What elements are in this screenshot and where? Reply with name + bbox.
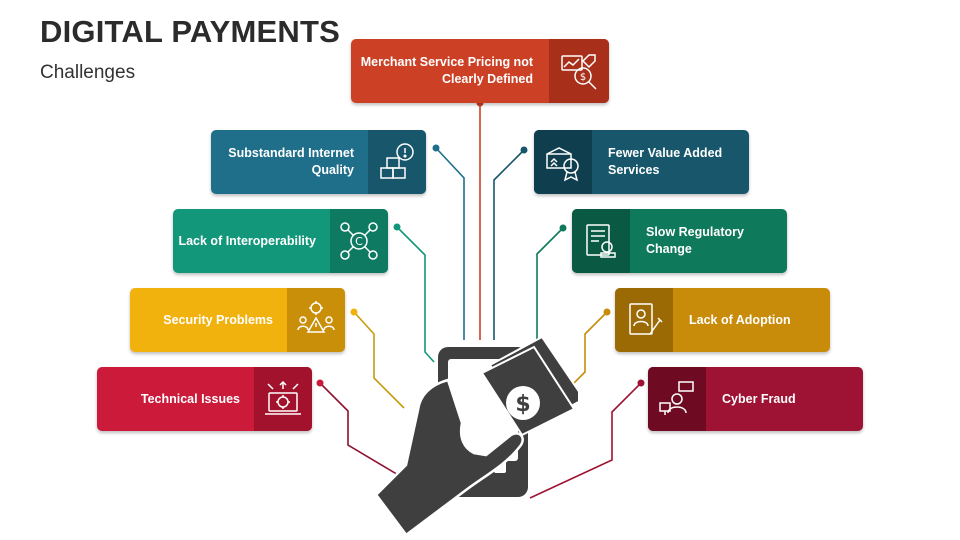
challenge-label: Lack of Adoption xyxy=(689,312,791,327)
challenge-cyber-fraud: Cyber Fraud xyxy=(648,367,863,431)
connector-fraud xyxy=(529,382,642,499)
challenge-label: Technical Issues xyxy=(140,391,240,406)
team-warning-icon xyxy=(287,288,345,352)
challenge-adoption: Lack of Adoption xyxy=(615,288,830,352)
gears-coin-icon: C xyxy=(330,209,388,273)
svg-text:$: $ xyxy=(580,72,586,83)
pricing-search-icon: $ xyxy=(549,39,609,103)
connector-regulatory xyxy=(536,227,564,345)
connector-internet xyxy=(435,147,465,340)
challenge-label: Merchant Service Pricing not Clearly Def… xyxy=(360,55,533,86)
connector-adoption xyxy=(564,311,608,393)
challenge-technical: Technical Issues xyxy=(97,367,312,431)
svg-text:C: C xyxy=(355,235,363,248)
connector-interop xyxy=(396,226,435,363)
svg-text:$: $ xyxy=(515,392,530,417)
page-title: DIGITAL PAYMENTS xyxy=(40,14,341,49)
challenge-label: Fewer Value Added Services xyxy=(608,146,723,177)
document-stamp-icon xyxy=(572,209,630,273)
hacker-computer-icon xyxy=(648,367,706,431)
challenge-label: Substandard Internet Quality xyxy=(228,146,354,177)
challenge-internet-quality: Substandard Internet Quality xyxy=(211,130,426,194)
user-document-icon xyxy=(615,288,673,352)
challenge-label: Slow Regulatory Change xyxy=(646,225,744,256)
challenge-value-added: Fewer Value Added Services xyxy=(534,130,749,194)
connector-security xyxy=(353,311,405,409)
page-subtitle: Challenges xyxy=(40,62,136,83)
challenge-label: Cyber Fraud xyxy=(722,391,796,406)
challenge-interoperability: Lack of Interoperability C xyxy=(173,209,388,273)
hand-phone-payment-icon: $ xyxy=(378,335,578,535)
box-badge-icon xyxy=(534,130,592,194)
challenge-security: Security Problems xyxy=(130,288,345,352)
warning-boxes-icon xyxy=(368,130,426,194)
challenge-regulatory: Slow Regulatory Change xyxy=(572,209,787,273)
gear-laptop-icon xyxy=(254,367,312,431)
challenge-label: Lack of Interoperability xyxy=(178,233,316,248)
connector-value-added xyxy=(493,149,525,340)
challenge-label: Security Problems xyxy=(163,312,273,327)
connector-technical xyxy=(319,382,401,477)
challenge-merchant-pricing: Merchant Service Pricing not Clearly Def… xyxy=(351,39,609,103)
